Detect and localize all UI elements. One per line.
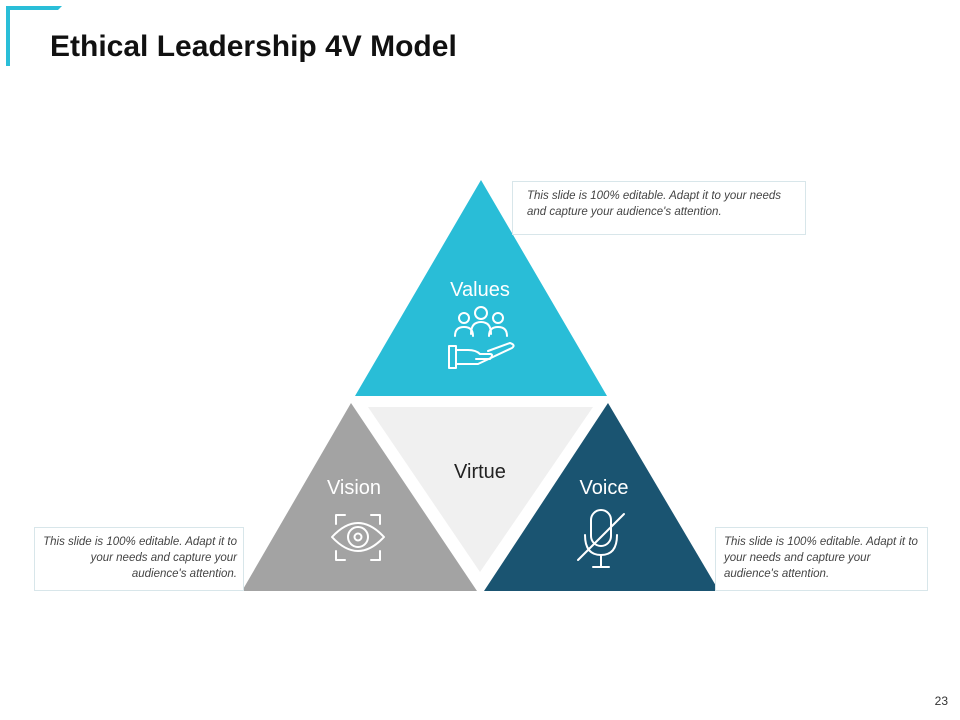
mute-microphone-icon: [577, 509, 625, 568]
virtue-triangle: [368, 407, 593, 572]
values-label: Values: [450, 279, 510, 301]
voice-description: This slide is 100% editable. Adapt it to…: [715, 527, 928, 591]
vision-description: This slide is 100% editable. Adapt it to…: [34, 527, 244, 591]
page-number: 23: [934, 694, 948, 708]
vision-triangle: [242, 403, 477, 591]
voice-triangle: [484, 403, 719, 591]
values-description: This slide is 100% editable. Adapt it to…: [512, 181, 806, 235]
values-triangle: [355, 180, 607, 396]
virtue-label: Virtue: [454, 461, 506, 483]
voice-label: Voice: [580, 477, 629, 499]
eye-focus-icon: [331, 514, 385, 561]
people-hand-icon: [448, 306, 515, 369]
vision-label: Vision: [327, 477, 381, 499]
page-title: Ethical Leadership 4V Model: [50, 30, 457, 63]
